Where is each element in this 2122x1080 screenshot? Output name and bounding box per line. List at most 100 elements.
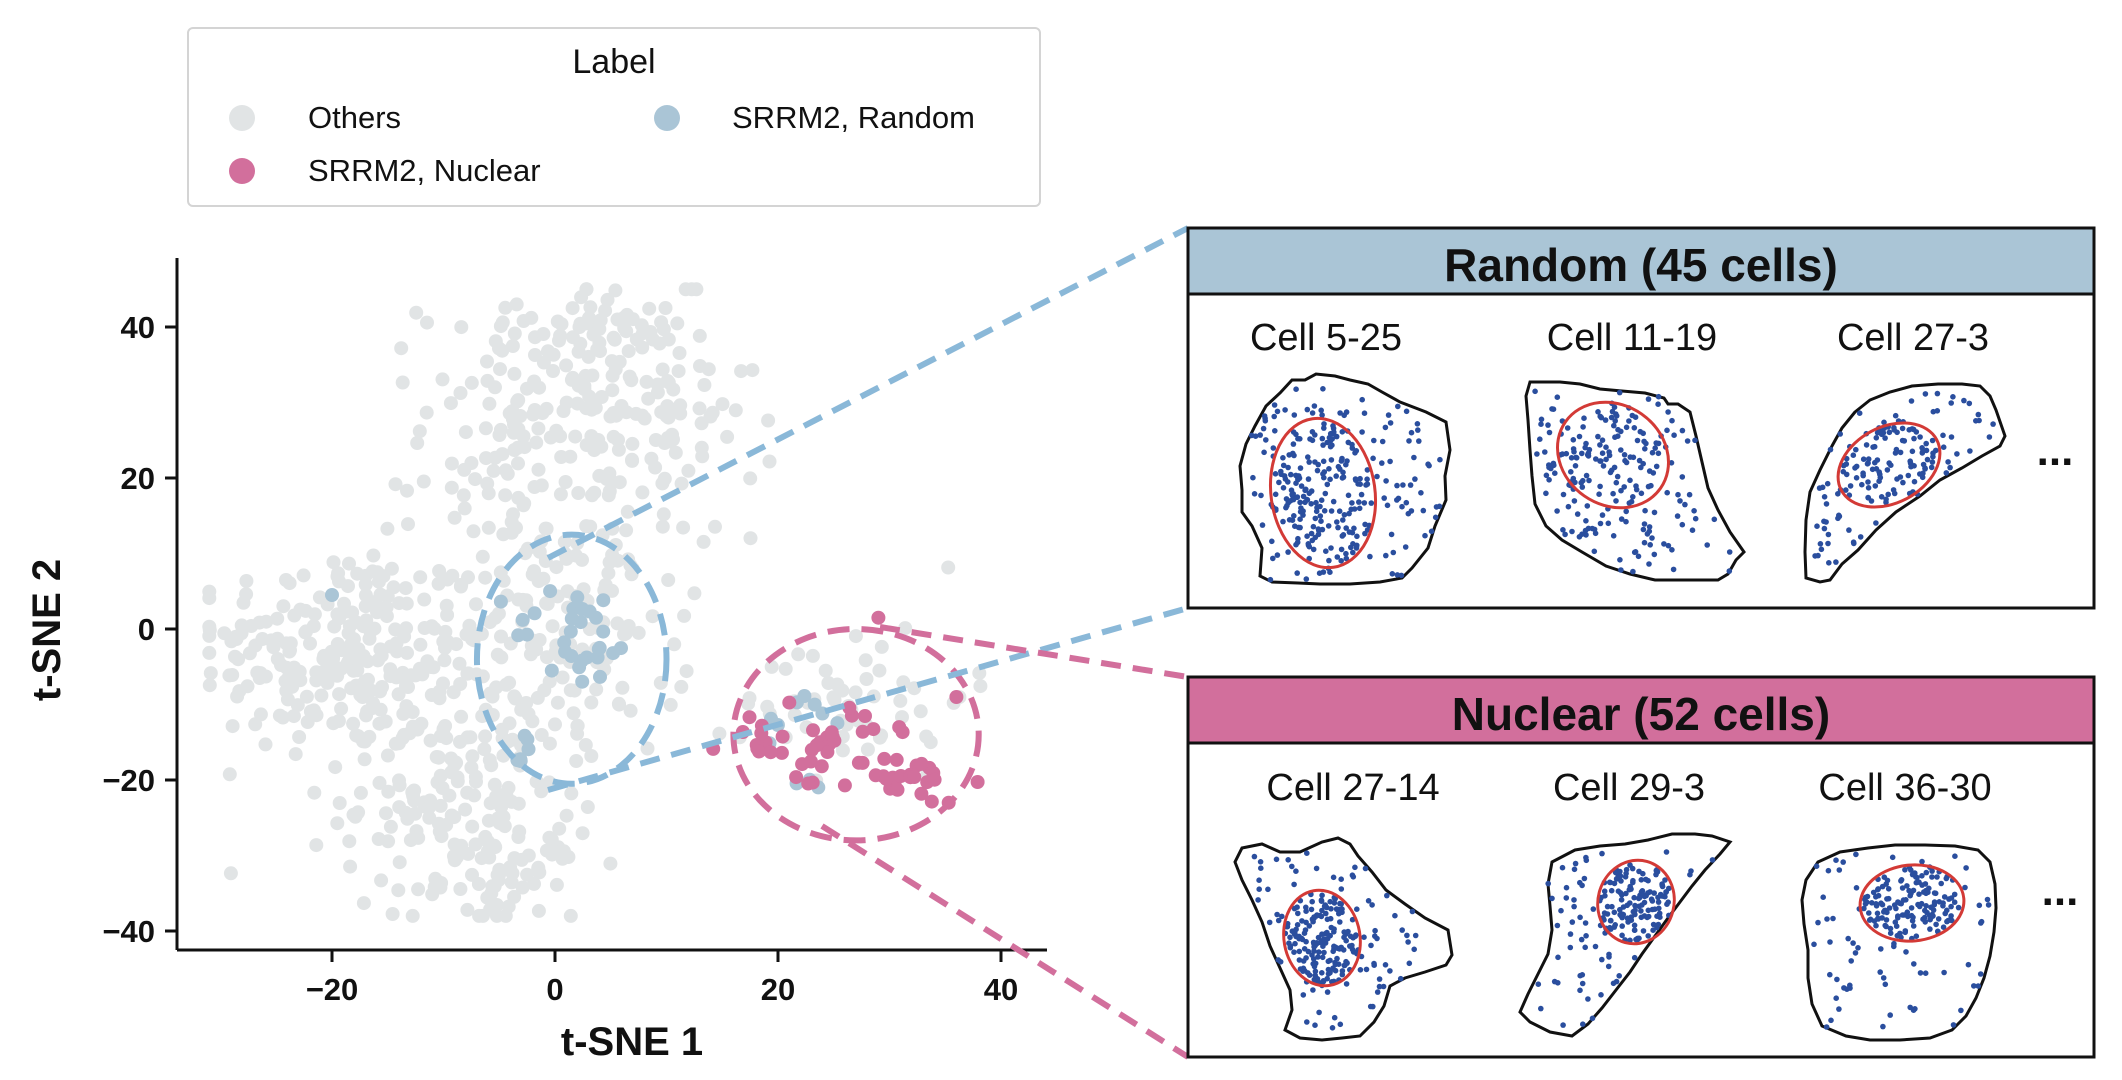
transcript-spot (1949, 917, 1955, 924)
transcript-spot (1338, 886, 1345, 892)
nuclear-panel-header (1186, 675, 2096, 745)
data-point (583, 300, 598, 315)
data-point (564, 611, 579, 626)
transcript-spot (1984, 896, 1991, 903)
data-point (486, 463, 501, 478)
data-point (498, 488, 513, 503)
data-point (692, 401, 707, 416)
data-point (552, 333, 566, 348)
data-point (914, 786, 929, 801)
data-point (417, 592, 432, 607)
transcript-spot (1590, 906, 1597, 912)
transcript-spot (1682, 501, 1688, 508)
transcript-spot (1885, 895, 1892, 902)
transcript-spot (1634, 437, 1641, 444)
transcript-spot (1304, 1019, 1310, 1025)
transcript-spot (1887, 925, 1894, 932)
transcript-spot (1343, 550, 1349, 557)
data-point (228, 649, 242, 664)
data-point (842, 700, 857, 715)
transcript-spot (1262, 418, 1269, 424)
data-point (531, 860, 546, 875)
data-point (579, 315, 594, 330)
transcript-spot (1887, 1012, 1893, 1018)
transcript-spot (1303, 908, 1309, 914)
transcript-spot (1318, 518, 1324, 524)
data-point (520, 867, 535, 882)
transcript-spot (1576, 433, 1583, 440)
transcript-spot (1595, 409, 1601, 415)
transcript-spot (1320, 569, 1327, 575)
data-point (509, 297, 524, 312)
transcript-spot (1900, 479, 1906, 486)
data-point (447, 810, 462, 825)
nuclear-more-ellipsis: ... (2042, 866, 2079, 915)
transcript-spot (1330, 498, 1337, 505)
transcript-spot (1352, 864, 1358, 871)
transcript-spot (1653, 463, 1660, 470)
transcript-spot (1947, 464, 1953, 471)
transcript-spot (1324, 481, 1331, 488)
transcript-spot (1821, 494, 1828, 500)
data-point (705, 405, 720, 420)
data-point (365, 564, 380, 579)
transcript-spot (1599, 437, 1606, 444)
data-point (554, 450, 569, 464)
transcript-spot (1940, 924, 1947, 930)
transcript-spot (1285, 857, 1291, 863)
transcript-spot (1986, 434, 1993, 440)
data-point (656, 507, 671, 522)
data-point (544, 663, 559, 678)
transcript-spot (1337, 919, 1343, 925)
data-point (412, 424, 427, 439)
transcript-spot (1387, 968, 1393, 974)
transcript-spot (1617, 557, 1623, 563)
transcript-spot (1923, 869, 1930, 876)
data-point (508, 691, 523, 706)
cell-outline (1800, 843, 1998, 1042)
data-point (330, 637, 345, 651)
transcript-spot (1958, 1007, 1964, 1014)
transcript-spot (1641, 893, 1648, 900)
data-point (480, 844, 495, 859)
transcript-spot (1411, 454, 1417, 461)
transcript-spot (1692, 437, 1698, 444)
transcript-spot (1865, 485, 1872, 491)
transcript-spot (1318, 913, 1325, 920)
transcript-spot (1869, 900, 1875, 906)
transcript-spot (1934, 390, 1941, 397)
transcript-spot (1330, 874, 1337, 881)
transcript-spot (1395, 495, 1402, 502)
transcript-spot (1863, 442, 1870, 448)
transcript-spot (1335, 524, 1341, 531)
transcript-spot (1326, 466, 1332, 472)
transcript-spot (1925, 889, 1931, 896)
data-point (973, 679, 988, 694)
data-point (620, 504, 635, 519)
transcript-spot (1827, 971, 1833, 978)
data-point (397, 727, 412, 742)
transcript-spot (1618, 447, 1624, 453)
transcript-spot (1351, 506, 1358, 512)
data-point (824, 725, 839, 740)
transcript-spot (1659, 893, 1666, 899)
data-point (611, 442, 626, 457)
transcript-spot (1609, 408, 1616, 415)
data-point (871, 610, 886, 625)
transcript-spot (1369, 902, 1375, 908)
transcript-spot (1621, 484, 1627, 490)
transcript-spot (1316, 949, 1322, 955)
data-point (743, 471, 758, 486)
transcript-spot (1930, 408, 1937, 415)
data-point (550, 314, 565, 329)
transcript-spot (1560, 1022, 1566, 1028)
data-point (460, 730, 475, 745)
transcript-spot (1310, 956, 1317, 962)
transcript-spot (1267, 576, 1274, 583)
transcript-spot (1613, 479, 1620, 486)
data-point (599, 472, 614, 487)
transcript-spot (1651, 551, 1658, 558)
transcript-spot (1827, 446, 1834, 453)
transcript-spot (1559, 451, 1566, 457)
data-point (356, 896, 371, 911)
